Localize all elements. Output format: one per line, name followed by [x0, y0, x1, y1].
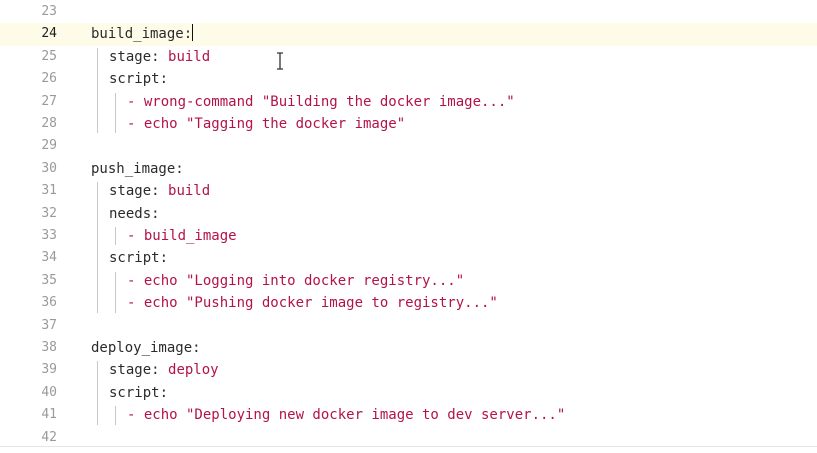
line-number: 36: [41, 295, 57, 311]
code-text: - build_image: [127, 225, 237, 247]
text-caret: [192, 24, 194, 42]
yaml-value: build: [168, 183, 211, 200]
code-line[interactable]: 24 build_image:: [0, 23, 817, 46]
code-line[interactable]: 37: [0, 315, 817, 337]
yaml-value: - echo "Pushing docker image to registry…: [127, 295, 498, 312]
code-text: script:: [109, 68, 168, 90]
code-line[interactable]: 27 - wrong-command "Building the docker i…: [0, 91, 817, 113]
yaml-key: deploy_image:: [91, 340, 201, 356]
indent-guide: [115, 227, 116, 246]
yaml-value: build: [168, 48, 211, 65]
indent-guide: [97, 361, 98, 425]
yaml-value: - echo "Tagging the docker image": [127, 116, 406, 132]
line-number: 40: [41, 384, 57, 400]
line-number: 23: [41, 4, 57, 19]
code-line[interactable]: 23: [0, 1, 817, 23]
indent-guide: [115, 92, 116, 134]
line-number: 28: [41, 116, 57, 131]
code-line[interactable]: 33 - build_image: [0, 225, 817, 247]
code-text: stage: build: [109, 180, 210, 202]
line-number: 26: [41, 71, 57, 87]
code-line[interactable]: 29: [0, 135, 817, 157]
yaml-key: script:: [109, 250, 169, 267]
code-text: build_image:: [91, 23, 194, 45]
code-text: - echo "Tagging the docker image": [127, 113, 405, 135]
code-line[interactable]: 34 script:: [0, 247, 817, 269]
indent-guide: [97, 182, 98, 313]
code-text: push_image:: [91, 158, 184, 180]
code-text: script:: [109, 247, 168, 269]
indent-guide: [115, 406, 116, 425]
indent-guide: [115, 271, 116, 313]
line-number: 29: [41, 138, 57, 154]
code-text: - wrong-command "Building the docker ima…: [127, 91, 515, 113]
code-line[interactable]: 25 stage: build: [0, 46, 817, 68]
code-line[interactable]: 28 - echo "Tagging the docker image": [0, 113, 817, 135]
yaml-value: - echo "Logging into docker registry...": [127, 272, 465, 289]
indent-guide: [97, 47, 98, 134]
code-text: - echo "Deploying new docker image to de…: [127, 404, 565, 426]
code-line[interactable]: 40 script:: [0, 382, 817, 404]
code-line[interactable]: 35 - echo "Logging into docker registry..…: [0, 270, 817, 292]
code-text: - echo "Pushing docker image to registry…: [127, 292, 498, 314]
yaml-key: build_image:: [91, 26, 193, 43]
yaml-value: - build_image: [127, 228, 237, 244]
yaml-value: deploy: [168, 362, 219, 379]
line-number: 39: [41, 362, 57, 378]
code-text: stage: build: [109, 46, 210, 68]
yaml-key: stage:: [109, 183, 169, 200]
line-number: 42: [41, 429, 57, 445]
code-line[interactable]: 26 script:: [0, 68, 817, 90]
code-line[interactable]: 38 deploy_image:: [0, 337, 817, 359]
line-number: 25: [41, 48, 57, 64]
code-line[interactable]: 32 needs:: [0, 203, 817, 225]
editor-bottom-border: [0, 446, 817, 447]
code-line[interactable]: 41 - echo "Deploying new docker image to …: [0, 404, 817, 426]
code-text: deploy_image:: [91, 337, 201, 359]
text-cursor-ibeam-icon: [277, 52, 283, 70]
yaml-value: - wrong-command "Building the docker ima…: [127, 93, 515, 110]
yaml-key: script:: [109, 71, 169, 88]
code-line[interactable]: 39 stage: deploy: [0, 359, 817, 381]
yaml-key: needs:: [109, 205, 160, 222]
line-number: 34: [41, 250, 57, 266]
line-number: 30: [41, 160, 57, 176]
line-number: 33: [41, 228, 57, 243]
yaml-key: stage:: [109, 362, 169, 379]
yaml-key: push_image:: [91, 160, 184, 177]
code-line[interactable]: 36 - echo "Pushing docker image to regist…: [0, 292, 817, 314]
code-line[interactable]: 30 push_image:: [0, 158, 817, 180]
code-text: needs:: [109, 203, 160, 225]
code-text: script:: [109, 382, 168, 404]
code-text: - echo "Logging into docker registry...": [127, 270, 464, 292]
line-number: 41: [41, 407, 57, 423]
yaml-key: stage:: [109, 48, 169, 65]
line-number: 31: [41, 183, 57, 199]
yaml-key: script:: [109, 384, 169, 401]
line-number: 38: [41, 340, 57, 355]
line-number: 32: [41, 205, 57, 221]
yaml-value: - echo "Deploying new docker image to de…: [127, 407, 566, 424]
code-line[interactable]: 31 stage: build: [0, 180, 817, 202]
line-number: 35: [41, 272, 57, 288]
line-number: 37: [41, 317, 57, 333]
code-text: stage: deploy: [109, 359, 219, 381]
code-line[interactable]: 42: [0, 427, 817, 449]
line-number: 27: [41, 93, 57, 109]
line-number: 24: [41, 26, 57, 42]
